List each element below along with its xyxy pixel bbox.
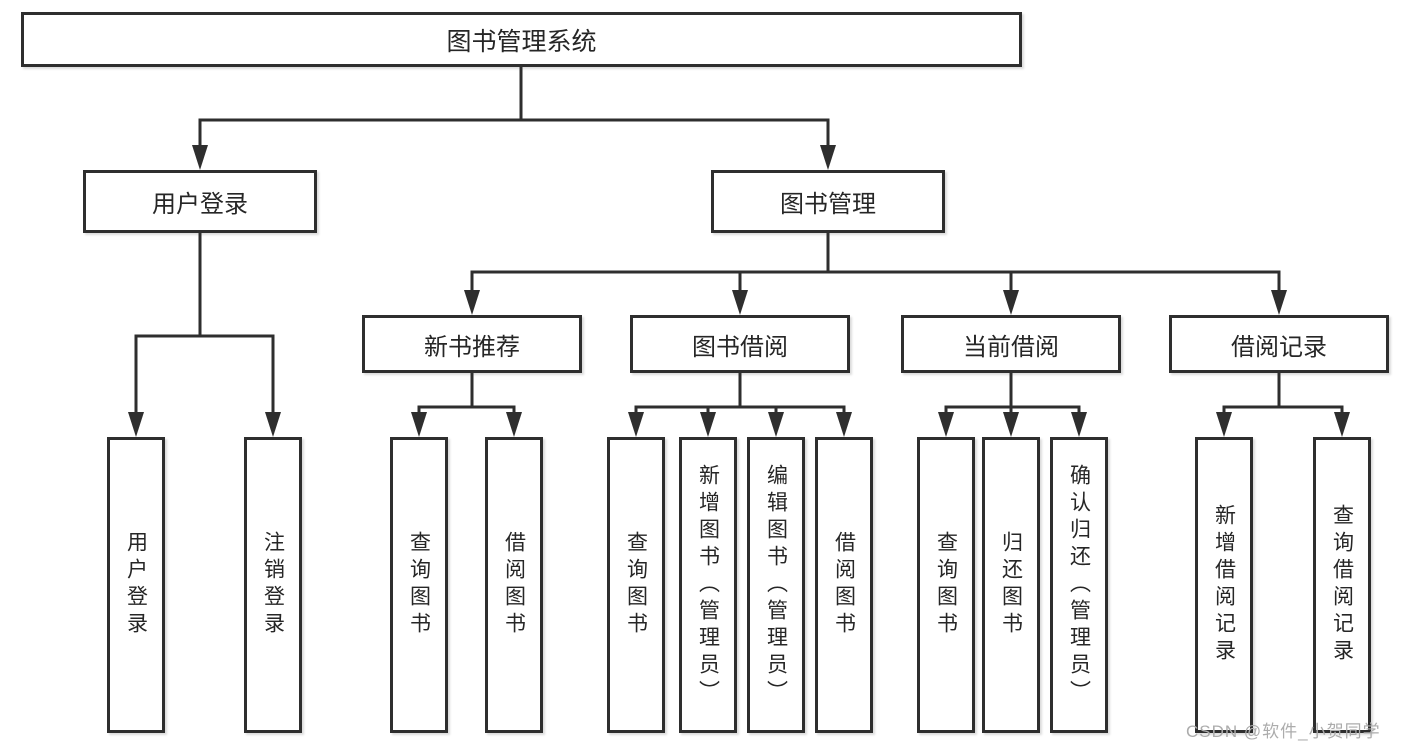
node-book-management: 图书管理 [711,170,945,233]
csdn-watermark: CSDN @软件_小贺同学 [1186,722,1381,741]
leaf-query-book-recommend-label: 查询图书 [407,531,431,639]
leaf-query-book-current: 查询图书 [917,437,975,733]
leaf-query-book-borrow-label: 查询图书 [624,531,648,639]
leaf-return-book: 归还图书 [982,437,1040,733]
leaf-confirm-return-admin-label: 确认归还（管理员） [1067,463,1091,707]
leaf-logout: 注销登录 [244,437,302,733]
leaf-return-book-label: 归还图书 [999,531,1023,639]
node-book-borrow: 图书借阅 [630,315,850,373]
leaf-confirm-return-admin: 确认归还（管理员） [1050,437,1108,733]
leaf-query-book-recommend: 查询图书 [390,437,448,733]
node-new-book-recommend: 新书推荐 [362,315,582,373]
leaf-add-book-admin: 新增图书（管理员） [679,437,737,733]
node-library-management-system: 图书管理系统 [21,12,1022,67]
leaf-borrow-book: 借阅图书 [815,437,873,733]
leaf-query-book-current-label: 查询图书 [934,531,958,639]
node-current-borrow: 当前借阅 [901,315,1121,373]
leaf-add-borrow-record: 新增借阅记录 [1195,437,1253,733]
node-borrow-record-label: 借阅记录 [1231,333,1327,361]
leaf-user-login: 用户登录 [107,437,165,733]
node-user-login-label: 用户登录 [152,191,248,218]
leaf-edit-book-admin-label: 编辑图书（管理员） [764,463,788,707]
leaf-add-book-admin-label: 新增图书（管理员） [696,463,720,707]
leaf-logout-label: 注销登录 [261,531,285,639]
node-book-management-label: 图书管理 [780,191,876,218]
leaf-borrow-book-recommend: 借阅图书 [485,437,543,733]
leaf-user-login-label: 用户登录 [124,531,148,639]
leaf-query-borrow-record: 查询借阅记录 [1313,437,1371,733]
node-borrow-record: 借阅记录 [1169,315,1389,373]
node-new-book-recommend-label: 新书推荐 [424,333,520,361]
node-current-borrow-label: 当前借阅 [963,333,1059,361]
leaf-borrow-book-label: 借阅图书 [832,531,856,639]
leaf-add-borrow-record-label: 新增借阅记录 [1212,504,1236,666]
leaf-edit-book-admin: 编辑图书（管理员） [747,437,805,733]
node-library-management-system-label: 图书管理系统 [446,27,597,56]
node-user-login: 用户登录 [83,170,317,233]
leaf-borrow-book-recommend-label: 借阅图书 [502,531,526,639]
leaf-query-book-borrow: 查询图书 [607,437,665,733]
node-book-borrow-label: 图书借阅 [692,333,788,361]
leaf-query-borrow-record-label: 查询借阅记录 [1330,504,1354,666]
